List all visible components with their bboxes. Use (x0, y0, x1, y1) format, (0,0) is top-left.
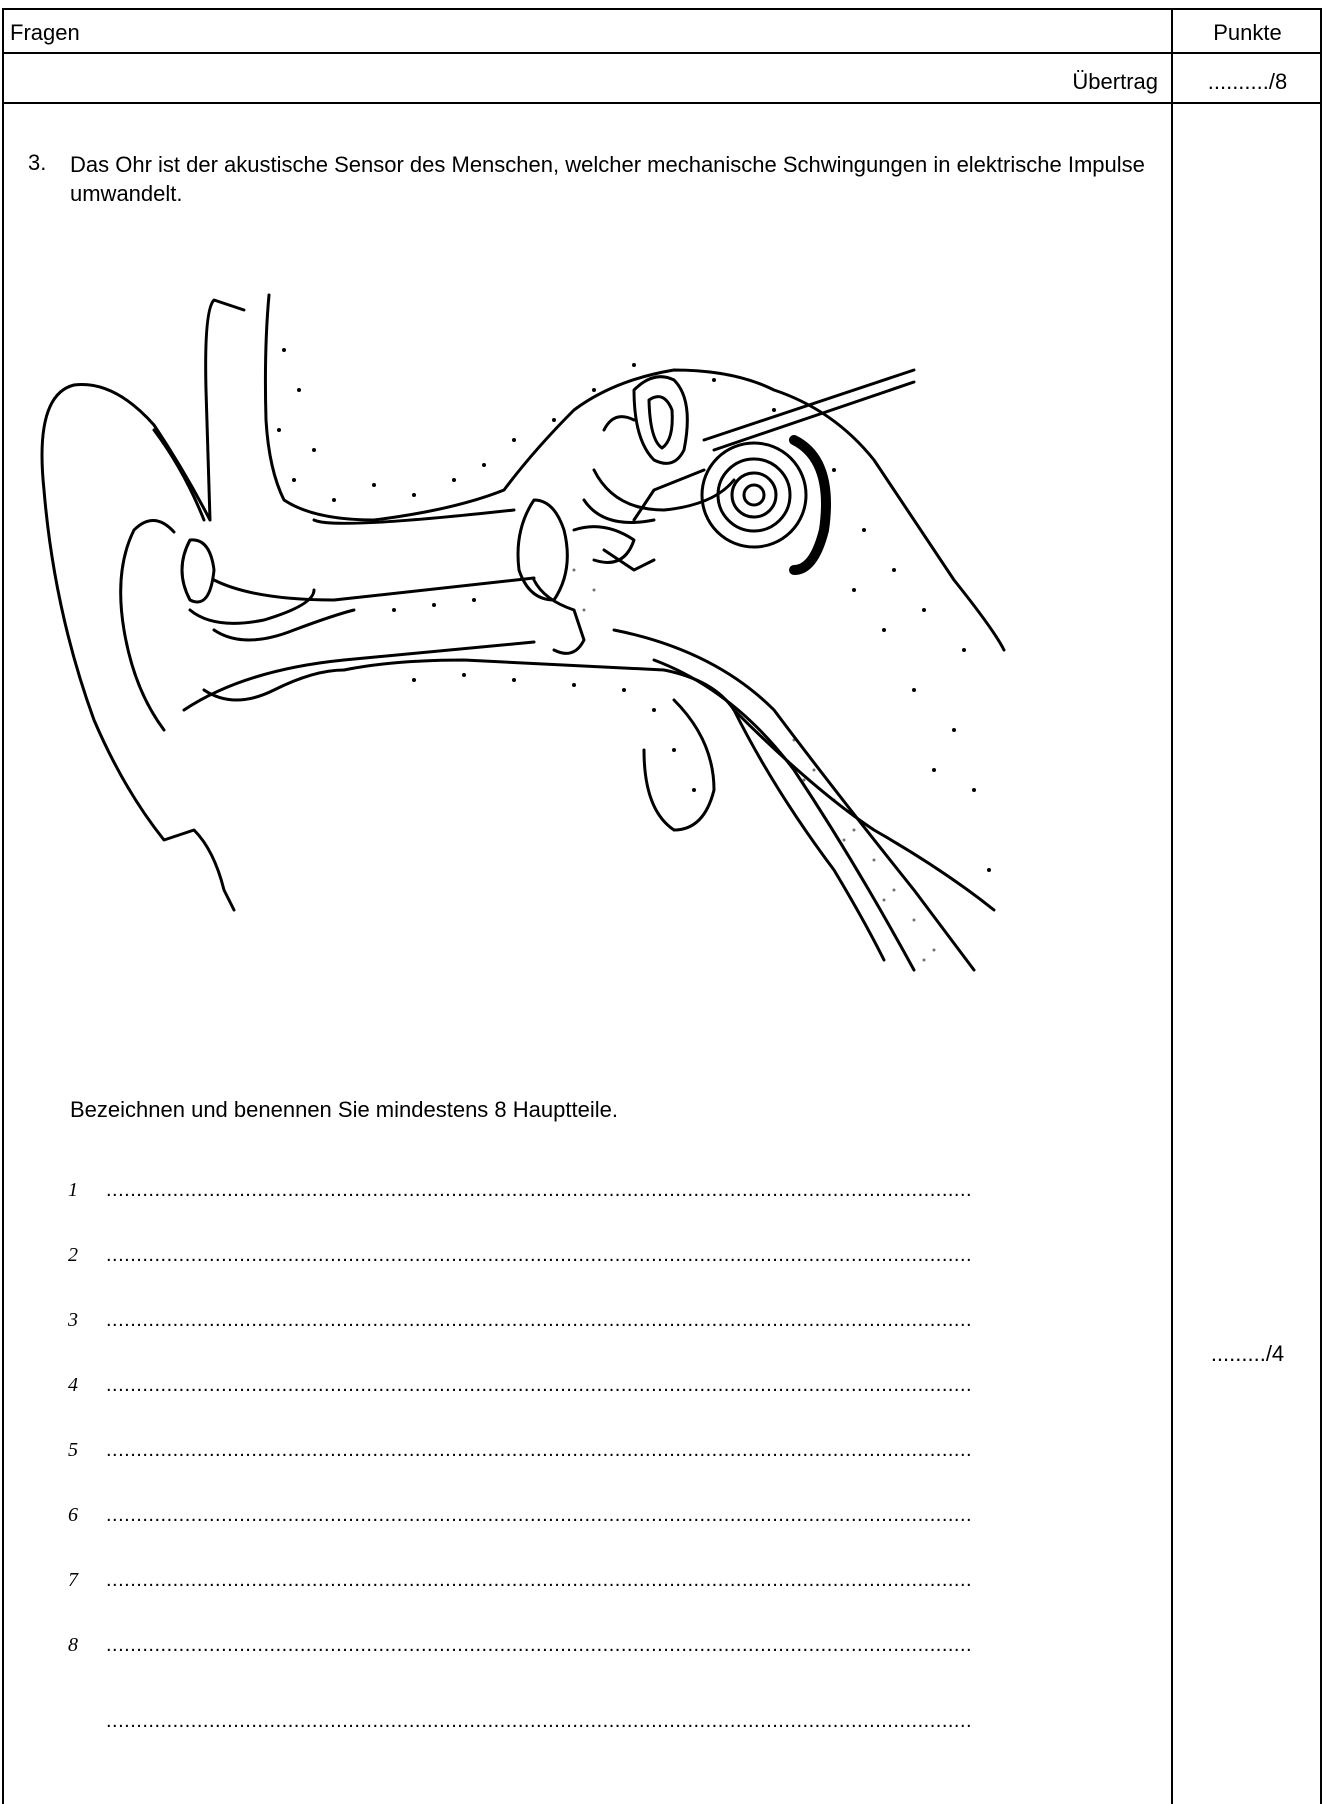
temporal-bone-lower (344, 660, 884, 960)
carry-over-points: ........../8 (1173, 69, 1322, 95)
points-column-divider (1171, 10, 1173, 1804)
answer-line[interactable]: 5 ......................................… (68, 1439, 1148, 1469)
answer-number: 8 (68, 1634, 92, 1657)
answer-dots[interactable]: ........................................… (106, 1244, 1146, 1267)
questions-header: Fragen (10, 20, 80, 46)
answer-number: 1 (68, 1179, 92, 1202)
eustachian-tube (614, 630, 974, 970)
answer-line[interactable]: 3 ......................................… (68, 1309, 1148, 1339)
answer-number: 2 (68, 1244, 92, 1267)
points-header: Punkte (1173, 20, 1322, 46)
answer-line[interactable]: 7 ......................................… (68, 1569, 1148, 1599)
semicircular-canals (634, 377, 687, 464)
carry-over-label: Übertrag (1072, 69, 1158, 95)
question-points: ........./4 (1173, 1341, 1322, 1367)
bone-stippling (277, 348, 991, 872)
answer-dots[interactable]: ........................................… (106, 1374, 1146, 1397)
question-text: Das Ohr ist der akustische Sensor des Me… (70, 150, 1150, 208)
answer-dots[interactable]: ........................................… (106, 1439, 1146, 1462)
answer-dots[interactable]: ........................................… (106, 1179, 1146, 1202)
question-number: 3. (28, 150, 46, 176)
answer-dots[interactable]: ........................................… (106, 1634, 1146, 1657)
answer-dots[interactable]: ........................................… (106, 1569, 1146, 1592)
answer-line[interactable]: 6 ......................................… (68, 1504, 1148, 1534)
instruction-text: Bezeichnen und benennen Sie mindestens 8… (70, 1097, 618, 1123)
answer-line[interactable]: ........................................… (68, 1710, 1148, 1740)
answer-number: 4 (68, 1374, 92, 1397)
answer-number: 6 (68, 1504, 92, 1527)
cochlea (702, 443, 806, 547)
ear-anatomy-drawing (14, 270, 1162, 990)
answer-number: 3 (68, 1309, 92, 1332)
pinna-outline (42, 300, 244, 910)
auditory-nerve (704, 370, 914, 440)
answer-line[interactable]: 4 ......................................… (68, 1374, 1148, 1404)
ear-canal-upper (214, 578, 534, 600)
carry-divider (4, 102, 1320, 104)
answer-line[interactable]: 2 ......................................… (68, 1244, 1148, 1274)
eardrum (518, 500, 567, 600)
answer-dots[interactable]: ........................................… (106, 1309, 1146, 1332)
answer-number: 5 (68, 1439, 92, 1462)
answer-dots[interactable]: ........................................… (106, 1504, 1146, 1527)
header-divider (4, 52, 1320, 54)
exam-sheet: Fragen Punkte Übertrag ........../8 3. D… (2, 8, 1322, 1804)
answer-line[interactable]: 8 ......................................… (68, 1634, 1148, 1664)
answer-number: 7 (68, 1569, 92, 1592)
answer-dots[interactable]: ........................................… (106, 1710, 1146, 1733)
tube-stippling (573, 569, 936, 962)
answer-line[interactable]: 1 ......................................… (68, 1179, 1148, 1209)
pinna-inner (121, 520, 174, 730)
